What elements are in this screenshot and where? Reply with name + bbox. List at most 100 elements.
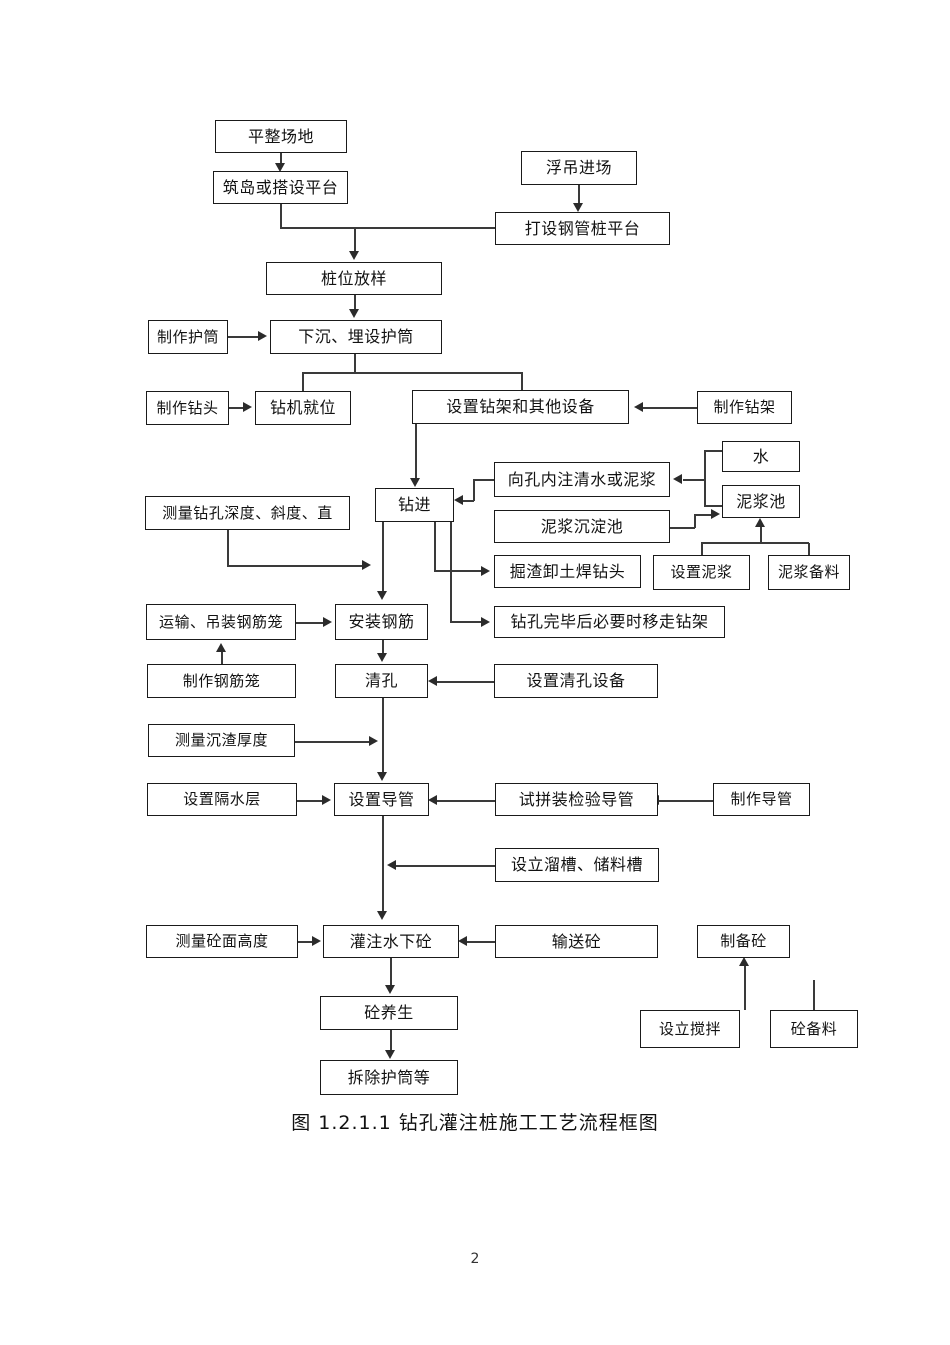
connector-line: [437, 681, 495, 683]
arrow-head: [377, 772, 387, 781]
node-输送砼[interactable]: 输送砼: [495, 925, 658, 958]
connector-line: [704, 450, 724, 452]
page-number: 2: [470, 1251, 480, 1267]
connector-line: [434, 570, 482, 572]
connector-line: [450, 522, 452, 622]
arrow-head: [573, 203, 583, 212]
connector-line: [227, 565, 364, 567]
connector-line: [382, 816, 384, 913]
connector-line: [280, 203, 282, 228]
node-制作钻架[interactable]: 制作钻架: [697, 391, 792, 424]
node-泥浆池[interactable]: 泥浆池: [722, 485, 800, 518]
node-泥浆沉淀池[interactable]: 泥浆沉淀池: [494, 510, 670, 543]
node-砼备料[interactable]: 砼备料: [770, 1010, 858, 1048]
arrow-head: [243, 402, 252, 412]
node-测量沉渣厚度[interactable]: 测量沉渣厚度: [148, 724, 295, 757]
arrow-head: [322, 795, 331, 805]
arrow-head: [673, 474, 682, 484]
connector-line: [434, 522, 436, 572]
node-制作钢筋笼[interactable]: 制作钢筋笼: [147, 664, 296, 698]
connector-line: [390, 1030, 392, 1051]
connector-line: [302, 372, 304, 391]
connector-line: [643, 407, 697, 409]
connector-line: [382, 698, 384, 774]
arrow-head: [385, 1050, 395, 1059]
connector-line: [354, 295, 356, 309]
arrow-head: [369, 736, 378, 746]
node-设置钻架和其他设备[interactable]: 设置钻架和其他设备: [412, 390, 629, 424]
arrow-head: [481, 617, 490, 627]
connector-line: [280, 227, 495, 229]
connector-line: [354, 227, 356, 251]
arrow-head: [312, 936, 321, 946]
connector-line: [521, 372, 523, 390]
node-钻机就位[interactable]: 钻机就位: [255, 391, 351, 425]
node-浮吊进场[interactable]: 浮吊进场: [521, 151, 637, 185]
connector-line: [704, 505, 724, 507]
connector-line: [437, 800, 495, 802]
connector-line: [227, 530, 229, 566]
connector-line: [382, 522, 384, 592]
arrow-head: [349, 309, 359, 318]
node-打设钢管桩平台[interactable]: 打设钢管桩平台: [495, 212, 670, 245]
connector-line: [297, 800, 323, 802]
node-制作护筒[interactable]: 制作护筒: [148, 320, 228, 354]
arrow-head: [711, 509, 720, 519]
figure-caption: 图 1.2.1.1 钻孔灌注桩施工工艺流程框图: [291, 1112, 659, 1134]
node-试拼装检验导管[interactable]: 试拼装检验导管: [495, 783, 658, 816]
connector-line: [808, 543, 810, 555]
arrow-head: [385, 985, 395, 994]
arrow-head: [216, 643, 226, 652]
node-设置清孔设备[interactable]: 设置清孔设备: [494, 664, 658, 698]
node-制作钻头[interactable]: 制作钻头: [146, 391, 229, 425]
node-下沉埋设护筒[interactable]: 下沉、埋设护筒: [270, 320, 442, 354]
node-掘渣卸土焊钻头[interactable]: 掘渣卸土焊钻头: [494, 555, 641, 588]
connector-line: [295, 741, 370, 743]
connector-line: [760, 527, 762, 543]
arrow-head: [377, 911, 387, 920]
arrow-head: [755, 518, 765, 527]
connector-line: [450, 621, 483, 623]
node-运输吊装钢筋笼[interactable]: 运输、吊装钢筋笼: [146, 604, 296, 640]
node-测量砼面高度[interactable]: 测量砼面高度: [146, 925, 298, 958]
node-钻孔完毕后必要时移走钻架[interactable]: 钻孔完毕后必要时移走钻架: [494, 606, 725, 638]
node-设置导管[interactable]: 设置导管: [334, 783, 429, 816]
node-测量钻孔深度斜度直[interactable]: 测量钻孔深度、斜度、直: [145, 496, 350, 530]
node-制备砼[interactable]: 制备砼: [697, 925, 790, 958]
arrow-head: [377, 591, 387, 600]
arrow-head: [377, 653, 387, 662]
node-水[interactable]: 水: [722, 441, 800, 472]
arrow-head: [739, 957, 749, 966]
node-设立搅拌[interactable]: 设立搅拌: [640, 1010, 740, 1048]
node-砼养生[interactable]: 砼养生: [320, 996, 458, 1030]
node-设立溜槽储料槽[interactable]: 设立溜槽、储料槽: [495, 848, 659, 882]
node-安装钢筋[interactable]: 安装钢筋: [335, 604, 428, 640]
connector-line: [704, 450, 706, 506]
connector-line: [658, 800, 713, 802]
connector-line: [229, 407, 244, 409]
connector-line: [221, 652, 223, 664]
connector-line: [228, 336, 259, 338]
node-清孔[interactable]: 清孔: [335, 664, 428, 698]
arrow-head: [428, 795, 437, 805]
connector-line: [302, 372, 522, 374]
node-钻进[interactable]: 钻进: [375, 488, 454, 522]
node-设置泥浆[interactable]: 设置泥浆: [653, 555, 750, 590]
node-制作导管[interactable]: 制作导管: [713, 783, 810, 816]
node-泥浆备料[interactable]: 泥浆备料: [768, 555, 850, 590]
node-灌注水下砼[interactable]: 灌注水下砼: [323, 925, 459, 958]
connector-line: [390, 958, 392, 986]
node-平整场地[interactable]: 平整场地: [215, 120, 347, 153]
node-设置隔水层[interactable]: 设置隔水层: [147, 783, 297, 816]
node-向孔内注清水或泥浆[interactable]: 向孔内注清水或泥浆: [494, 462, 670, 497]
connector-line: [578, 185, 580, 203]
node-拆除护筒等[interactable]: 拆除护筒等: [320, 1060, 458, 1095]
connector-line: [670, 527, 695, 529]
connector-line: [701, 542, 809, 544]
node-筑岛或搭设平台[interactable]: 筑岛或搭设平台: [213, 171, 348, 204]
connector-line: [354, 354, 356, 373]
node-桩位放样[interactable]: 桩位放样: [266, 262, 442, 295]
arrow-head: [410, 478, 420, 487]
arrow-head: [454, 495, 463, 505]
